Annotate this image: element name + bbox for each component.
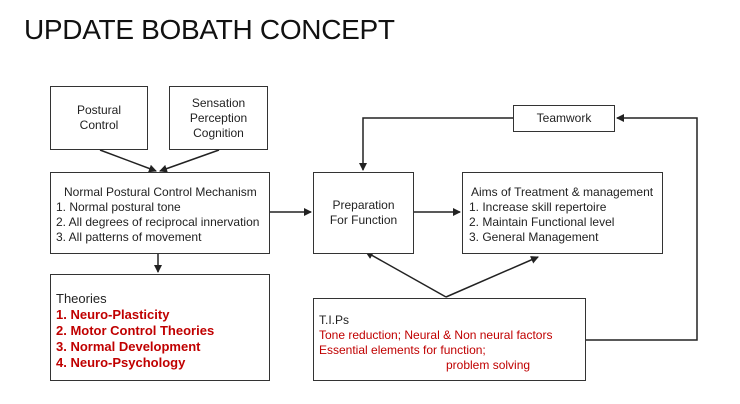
preparation-line-2: For Function — [329, 213, 398, 227]
arrow-postural-to-npcm — [99, 149, 157, 173]
aims-heading: Aims of Treatment & management — [471, 185, 654, 199]
theory-neuro-psychology: 4. Neuro-Psychology — [56, 355, 186, 370]
arrow-teamwork-to-preparation — [359, 117, 513, 171]
theories-heading: Theories — [56, 291, 107, 306]
theories-box: Theories 1. Neuro-Plasticity 2. Motor Co… — [50, 274, 270, 381]
npcm-box: Normal Postural Control Mechanism 1. Nor… — [50, 172, 270, 254]
postural-control-line-1: Postural — [76, 103, 122, 117]
npcm-item-3: 3. All patterns of movement — [56, 230, 202, 244]
preparation-box: Preparation For Function — [313, 172, 414, 254]
tips-line-2: Essential elements for function; — [319, 343, 486, 357]
arrow-tips-to-aims — [445, 256, 539, 298]
arrow-sensation-to-npcm — [159, 149, 220, 173]
postural-control-line-2: Control — [79, 118, 119, 132]
sensation-box: Sensation Perception Cognition — [169, 86, 268, 150]
theory-normal-development: 3. Normal Development — [56, 339, 201, 354]
aims-box: Aims of Treatment & management 1. Increa… — [462, 172, 663, 254]
postural-control-box: Postural Control — [50, 86, 148, 150]
preparation-line-1: Preparation — [332, 198, 395, 212]
page-title: UPDATE BOBATH CONCEPT — [24, 14, 395, 45]
tips-line-3: problem solving — [446, 358, 531, 372]
teamwork-label: Teamwork — [536, 111, 592, 125]
arrow-tips-to-teamwork — [586, 114, 698, 341]
theory-neuro-plasticity: 1. Neuro-Plasticity — [56, 307, 170, 322]
arrow-tips-to-preparation — [365, 251, 447, 298]
tips-box: T.I.Ps Tone reduction; Neural & Non neur… — [313, 298, 586, 381]
npcm-heading: Normal Postural Control Mechanism — [64, 185, 257, 199]
sensation-line-3: Cognition — [193, 125, 244, 140]
aims-item-3: 3. General Management — [469, 230, 599, 244]
tips-line-1: Tone reduction; Neural & Non neural fact… — [319, 328, 553, 342]
teamwork-box: Teamwork — [513, 105, 615, 132]
sensation-line-2: Perception — [189, 110, 248, 125]
npcm-item-2: 2. All degrees of reciprocal innervation — [56, 215, 260, 229]
sensation-line-1: Sensation — [191, 95, 246, 110]
aims-item-2: 2. Maintain Functional level — [469, 215, 615, 229]
npcm-item-1: 1. Normal postural tone — [56, 200, 181, 214]
theory-motor-control: 2. Motor Control Theories — [56, 323, 215, 338]
aims-item-1: 1. Increase skill repertoire — [469, 200, 607, 214]
tips-heading: T.I.Ps — [319, 313, 350, 327]
